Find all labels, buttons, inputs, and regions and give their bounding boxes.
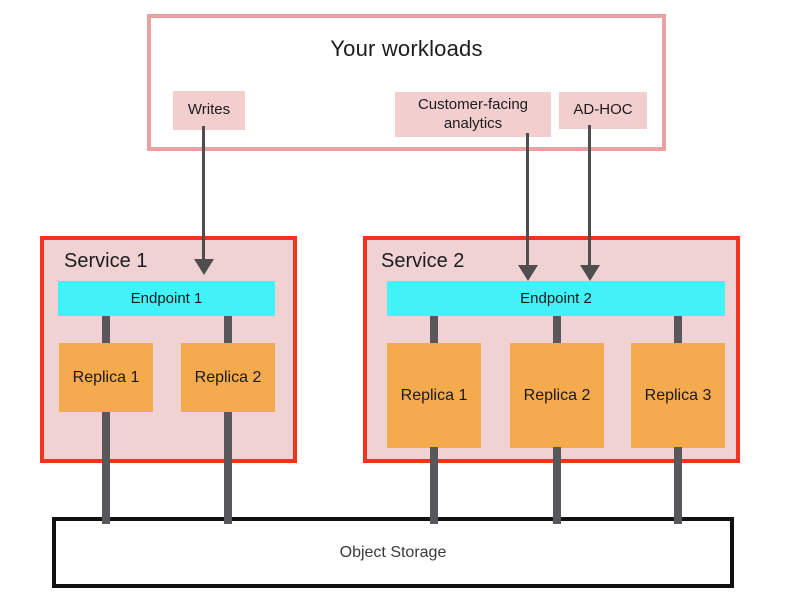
service-1-replica-2: Replica 2 (181, 343, 275, 412)
service-2-replica-1-label: Replica 1 (400, 386, 468, 404)
service-1-box: Service 1 Endpoint 1 Replica 1 Replica 2 (40, 236, 297, 463)
connector-s1-replica2-storage (224, 412, 232, 524)
service-1-endpoint-label: Endpoint 1 (130, 290, 203, 307)
workload-chip-writes-label: Writes (187, 101, 231, 119)
object-storage-box: Object Storage (52, 517, 734, 588)
workloads-title: Your workloads (330, 36, 483, 61)
workload-chip-adhoc: AD-HOC (559, 92, 647, 129)
arrow-down-icon (194, 259, 214, 275)
workload-chip-customer-facing-analytics-label: Customer-facing analytics (417, 95, 529, 132)
service-1-replica-1-label: Replica 1 (72, 368, 140, 386)
service-2-replica-3-label: Replica 3 (644, 386, 712, 404)
service-2-endpoint-label: Endpoint 2 (520, 290, 592, 307)
service-2-box: Service 2 Endpoint 2 Replica 1 Replica 2… (363, 236, 740, 463)
service-2-endpoint: Endpoint 2 (387, 281, 725, 316)
connector-endpoint2-replica2 (553, 316, 561, 343)
connector-endpoint1-replica2 (224, 316, 232, 343)
workloads-box: Your workloads Writes Customer-facing an… (147, 14, 666, 151)
workload-chip-writes: Writes (173, 91, 245, 130)
service-1-endpoint: Endpoint 1 (58, 281, 275, 316)
arrow-down-icon (518, 265, 538, 281)
service-2-title: Service 2 (381, 250, 465, 272)
arrow-writes-to-endpoint1-shaft (202, 126, 205, 260)
connector-s1-replica1-storage (102, 412, 110, 524)
connector-s2-replica2-storage (553, 447, 561, 524)
service-2-replica-1: Replica 1 (387, 343, 481, 448)
service-2-replica-2-label: Replica 2 (523, 386, 591, 404)
connector-endpoint2-replica3 (674, 316, 682, 343)
service-1-title: Service 1 (64, 250, 148, 272)
connector-s2-replica1-storage (430, 447, 438, 524)
connector-s2-replica3-storage (674, 447, 682, 524)
service-2-replica-3: Replica 3 (631, 343, 725, 448)
object-storage-label: Object Storage (339, 543, 447, 561)
arrow-analytics-to-endpoint2-shaft (526, 133, 529, 266)
workload-chip-customer-facing-analytics: Customer-facing analytics (395, 92, 551, 137)
service-1-replica-1: Replica 1 (59, 343, 153, 412)
service-1-replica-2-label: Replica 2 (194, 368, 262, 386)
connector-endpoint1-replica1 (102, 316, 110, 343)
service-2-replica-2: Replica 2 (510, 343, 604, 448)
arrow-down-icon (580, 265, 600, 281)
workload-chip-adhoc-label: AD-HOC (573, 101, 633, 119)
arrow-adhoc-to-endpoint2-shaft (588, 125, 591, 266)
connector-endpoint2-replica1 (430, 316, 438, 343)
